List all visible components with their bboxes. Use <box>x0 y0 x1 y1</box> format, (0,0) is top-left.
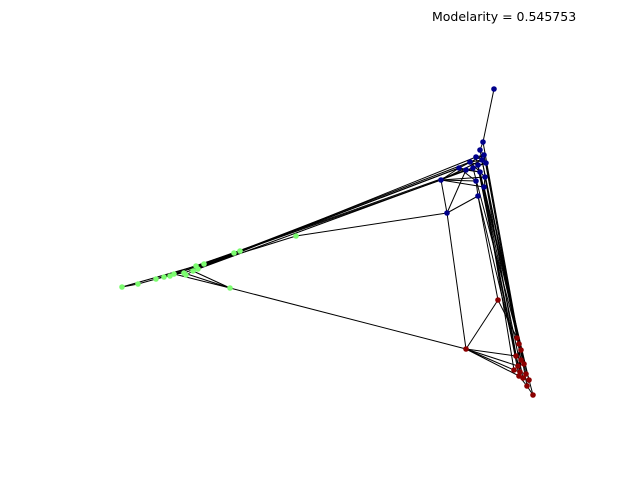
graph-node-blue <box>473 154 479 160</box>
graph-node-green <box>161 274 167 280</box>
graph-node-green <box>183 272 189 278</box>
graph-node-blue <box>473 178 479 184</box>
graph-edge <box>295 212 448 237</box>
graph-edge <box>137 278 157 285</box>
graph-edge <box>465 348 515 371</box>
graph-node-blue <box>480 139 486 145</box>
graph-edge <box>497 299 518 339</box>
graph-node-red <box>523 371 529 377</box>
graph-node-blue <box>491 86 497 92</box>
graph-node-red <box>495 297 501 303</box>
graph-edge <box>477 195 521 373</box>
graph-node-red <box>518 347 524 353</box>
graph-edges <box>121 88 534 396</box>
graph-node-red <box>511 367 517 373</box>
graph-node-green <box>293 233 299 239</box>
graph-node-green <box>237 248 243 254</box>
graph-node-blue <box>482 174 488 180</box>
graph-node-blue <box>470 165 476 171</box>
graph-edge <box>229 287 467 350</box>
graph-node-green <box>153 276 159 282</box>
graph-node-blue <box>456 165 462 171</box>
graph-node-blue <box>481 152 487 158</box>
graph-edge <box>465 348 524 379</box>
graph-edge <box>482 88 495 143</box>
graph-node-green <box>231 250 237 256</box>
graph-edge <box>458 167 477 182</box>
graph-node-green <box>227 285 233 291</box>
graph-node-green <box>119 284 125 290</box>
graph-node-blue <box>444 210 450 216</box>
graph-node-red <box>516 373 522 379</box>
graph-edge <box>183 272 231 289</box>
graph-node-green <box>201 261 207 267</box>
graph-edge <box>465 299 499 350</box>
graph-edge <box>484 176 519 367</box>
graph-nodes <box>119 86 536 398</box>
graph-edge <box>195 169 467 267</box>
graph-node-blue <box>463 167 469 173</box>
graph-node-blue <box>467 159 473 165</box>
graph-node-blue <box>477 147 483 153</box>
graph-edge <box>472 167 534 396</box>
graph-node-blue <box>483 160 489 166</box>
graph-edge <box>458 167 481 173</box>
graph-node-blue <box>475 162 481 168</box>
graph-node-green <box>171 271 177 277</box>
graph-edge <box>475 156 520 377</box>
graph-edge <box>465 348 519 367</box>
graph-node-red <box>516 341 522 347</box>
graph-node-blue <box>479 157 485 163</box>
graph-node-red <box>518 357 524 363</box>
graph-node-red <box>524 383 530 389</box>
graph-edge <box>233 161 471 254</box>
graph-node-green <box>193 263 199 269</box>
graph-node-red <box>521 361 527 367</box>
graph-node-red <box>530 392 536 398</box>
graph-edge <box>440 179 448 214</box>
graph-edge <box>440 176 486 181</box>
graph-node-blue <box>475 193 481 199</box>
graph-node-green <box>135 281 141 287</box>
graph-node-red <box>526 377 532 383</box>
graph-edge <box>446 195 479 214</box>
graph-node-red <box>463 346 469 352</box>
graph-edge <box>465 348 517 357</box>
graph-edge <box>446 212 467 350</box>
graph-node-red <box>513 353 519 359</box>
graph-node-red <box>514 335 520 341</box>
graph-edge <box>440 179 477 182</box>
modularity-title: Modelarity = 0.545753 <box>432 9 577 24</box>
graph-node-green <box>190 268 196 274</box>
graph-edge <box>192 270 231 289</box>
graph-edge <box>477 195 499 301</box>
graph-node-blue <box>438 177 444 183</box>
graph-edge <box>469 161 486 178</box>
graph-node-red <box>515 363 521 369</box>
graph-edge <box>183 167 460 274</box>
graph-node-blue <box>481 184 487 190</box>
graph-edge <box>173 273 231 289</box>
graph-edge <box>446 169 467 214</box>
graph-node-blue <box>477 169 483 175</box>
